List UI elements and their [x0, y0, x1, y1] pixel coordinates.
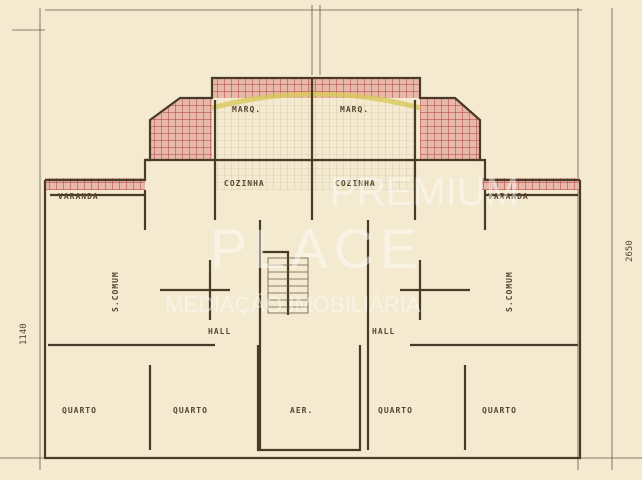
room-label-marq-right: MARQ.	[340, 105, 369, 114]
room-label-quarto-1: QUARTO	[62, 406, 97, 415]
room-label-marq-left: MARQ.	[232, 105, 261, 114]
room-label-quarto-2: QUARTO	[173, 406, 208, 415]
walls	[43, 76, 582, 460]
watermark-place: PLACE	[210, 217, 424, 280]
room-label-scomum-left: S.COMUM	[111, 271, 120, 312]
dimension-right: 2650	[625, 240, 635, 262]
room-label-quarto-4: QUARTO	[482, 406, 517, 415]
watermark-premium: PREMIUM	[330, 170, 519, 214]
kitchen-tiles	[215, 100, 415, 190]
watermark-subtitle: MEDIAÇÃO IMOBILIÁRIA	[165, 292, 421, 317]
room-label-hall-right: HALL	[372, 327, 395, 336]
room-label-varanda-left: VARANDA	[58, 192, 99, 201]
marquise-highlight	[211, 91, 421, 111]
staircase	[267, 257, 309, 314]
room-label-varanda-right: VARANDA	[488, 192, 529, 201]
room-label-cozinha-left: COZINHA	[224, 179, 265, 188]
room-label-cozinha-right: COZINHA	[335, 179, 376, 188]
room-label-scomum-right: S.COMUM	[505, 271, 514, 312]
room-label-quarto-3: QUARTO	[378, 406, 413, 415]
guide-lines	[0, 5, 642, 470]
room-label-hall-left: HALL	[208, 327, 231, 336]
room-label-aer: AER.	[290, 406, 313, 415]
dimension-left: 1140	[19, 323, 29, 345]
